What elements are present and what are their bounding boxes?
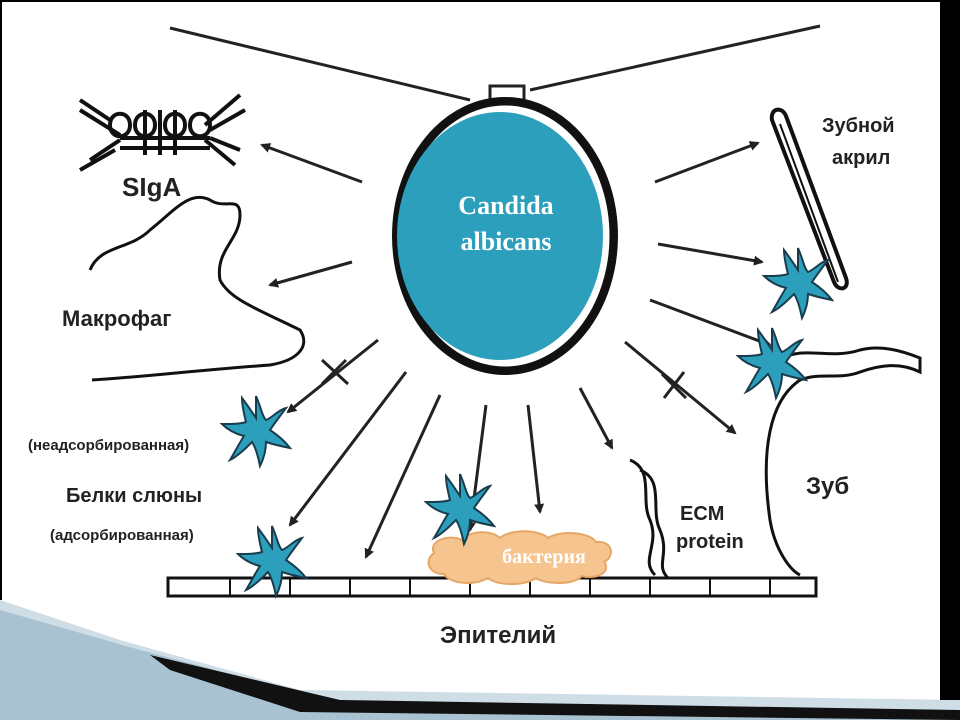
label-ecm-line1: ECM — [680, 503, 724, 525]
label-epithelium: Эпителий — [440, 622, 556, 649]
left-frame-line — [0, 0, 2, 600]
right-frame-bar — [940, 0, 960, 700]
label-siga: SIgA — [122, 172, 181, 202]
label-adsorbed: (адсорбированная) — [50, 527, 194, 544]
denture-acrylic-icon — [769, 107, 849, 291]
adhesion-arrows — [260, 141, 772, 559]
blocked-mark-right — [660, 371, 688, 400]
tooth-outline — [764, 346, 922, 577]
ecm-fibers — [629, 458, 670, 580]
label-saliva-proteins: Белки слюны — [66, 485, 202, 507]
cell-label-line2: albicans — [460, 227, 551, 256]
label-tooth: Зуб — [806, 473, 849, 500]
cell-body — [397, 112, 603, 360]
label-denture-line2: акрил — [832, 147, 890, 169]
macrophage-outline — [88, 195, 306, 382]
label-ecm-line2: protein — [676, 531, 744, 553]
blocked-mark-left — [320, 358, 350, 386]
top-frame-line — [0, 0, 940, 2]
cell-label-line1: Candida — [458, 191, 553, 220]
siga-antibody-icon — [78, 93, 246, 172]
top-right-line — [529, 24, 821, 92]
label-bacteria: бактерия — [502, 546, 586, 568]
top-left-line — [169, 26, 471, 102]
label-unadsorbed: (неадсорбированная) — [28, 437, 189, 454]
label-denture-line1: Зубной — [822, 115, 895, 137]
label-macrophage: Макрофаг — [62, 306, 171, 331]
epithelium-layer — [166, 576, 818, 598]
bacteria-cloud: бактерия — [427, 530, 612, 585]
slide-ribbon-dark — [150, 655, 960, 720]
